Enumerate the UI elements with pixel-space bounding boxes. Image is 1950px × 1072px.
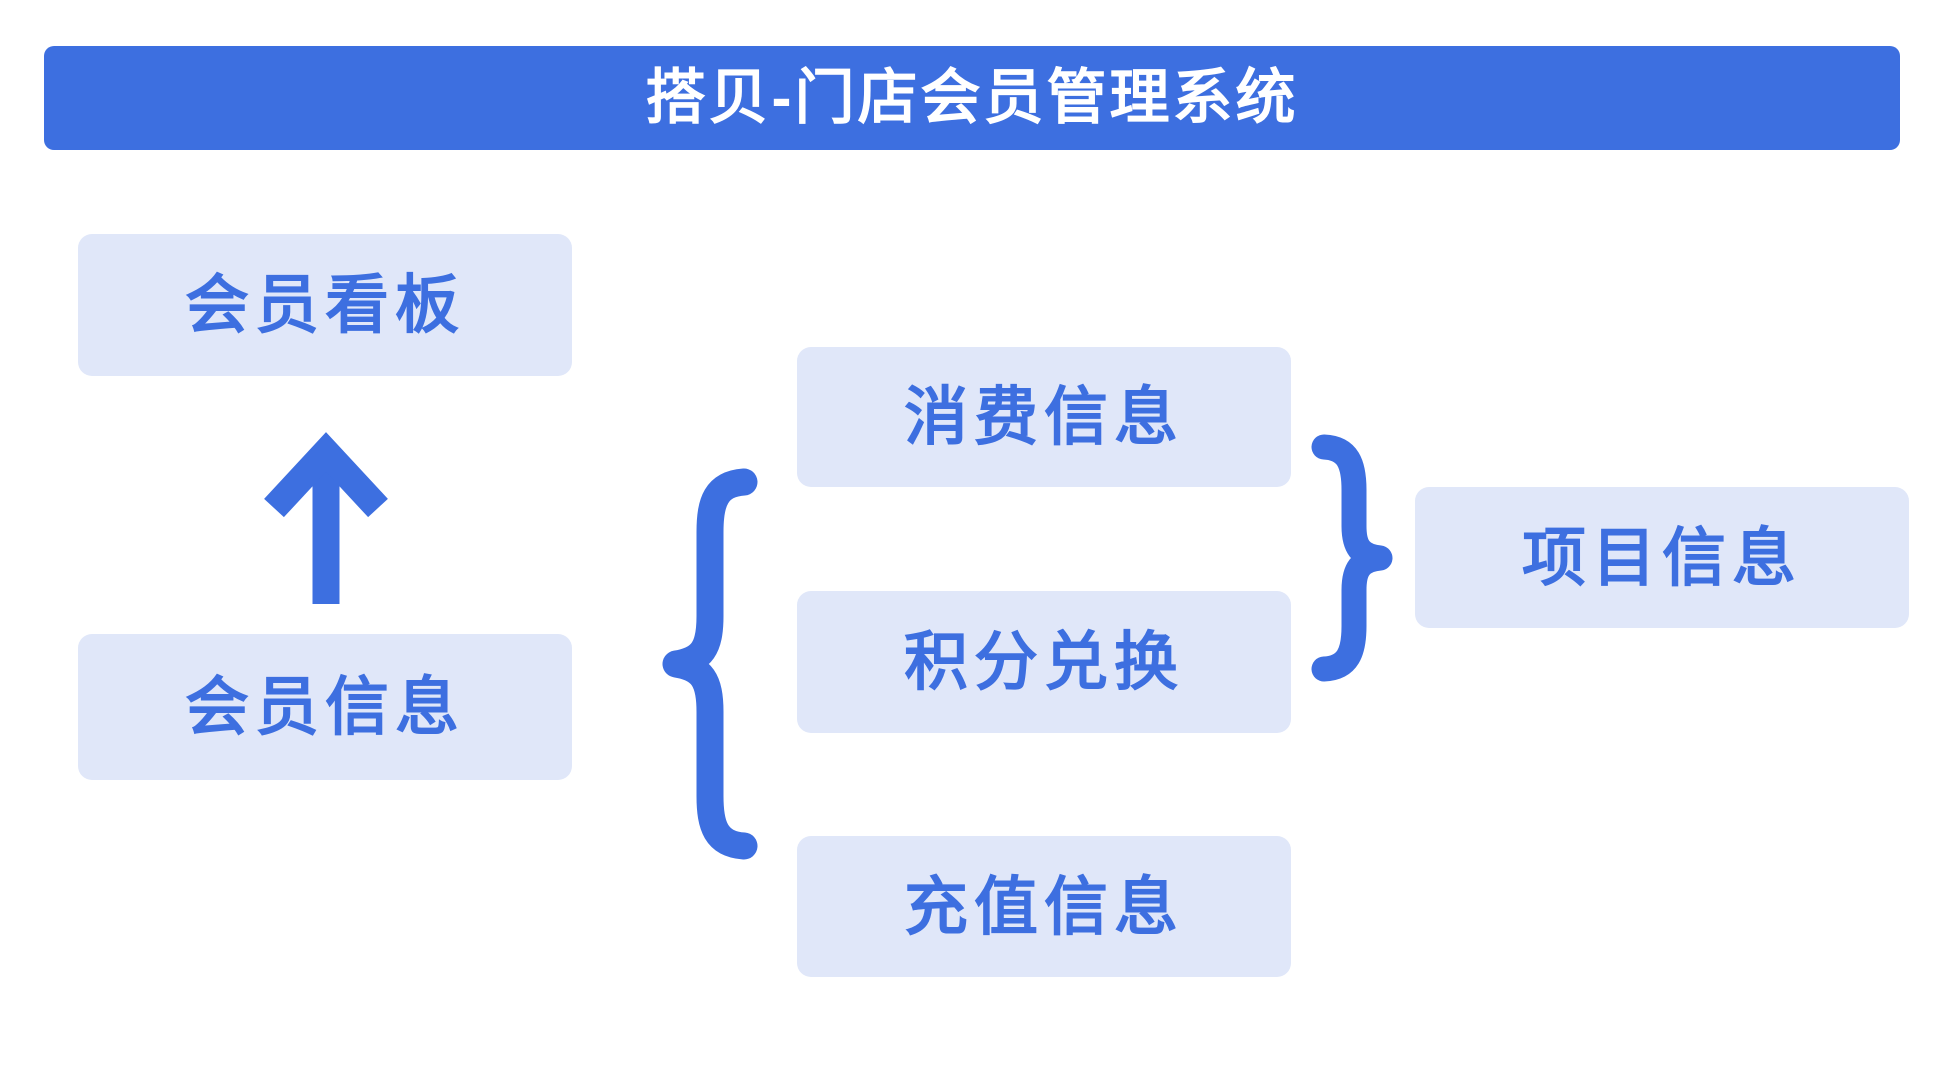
- page-title: 搭贝-门店会员管理系统: [645, 64, 1299, 131]
- arrow-up-icon: [264, 432, 388, 604]
- node-project-info-label: 项目信息: [1522, 521, 1802, 594]
- node-recharge-info-label: 充值信息: [904, 870, 1184, 943]
- node-member-dashboard-label: 会员看板: [185, 269, 465, 341]
- right-curly-brace-icon: [1311, 434, 1393, 682]
- node-member-dashboard: 会员看板: [78, 234, 572, 376]
- node-project-info: 项目信息: [1415, 487, 1909, 628]
- node-consume-info: 消费信息: [797, 347, 1291, 487]
- left-curly-brace-icon: [662, 468, 758, 860]
- node-member-info: 会员信息: [78, 634, 572, 780]
- node-member-info-label: 会员信息: [185, 671, 465, 743]
- node-points-exchange: 积分兑换: [797, 591, 1291, 733]
- header-banner: 搭贝-门店会员管理系统: [44, 46, 1900, 150]
- node-points-exchange-label: 积分兑换: [904, 626, 1184, 698]
- node-recharge-info: 充值信息: [797, 836, 1291, 977]
- node-consume-info-label: 消费信息: [904, 381, 1184, 453]
